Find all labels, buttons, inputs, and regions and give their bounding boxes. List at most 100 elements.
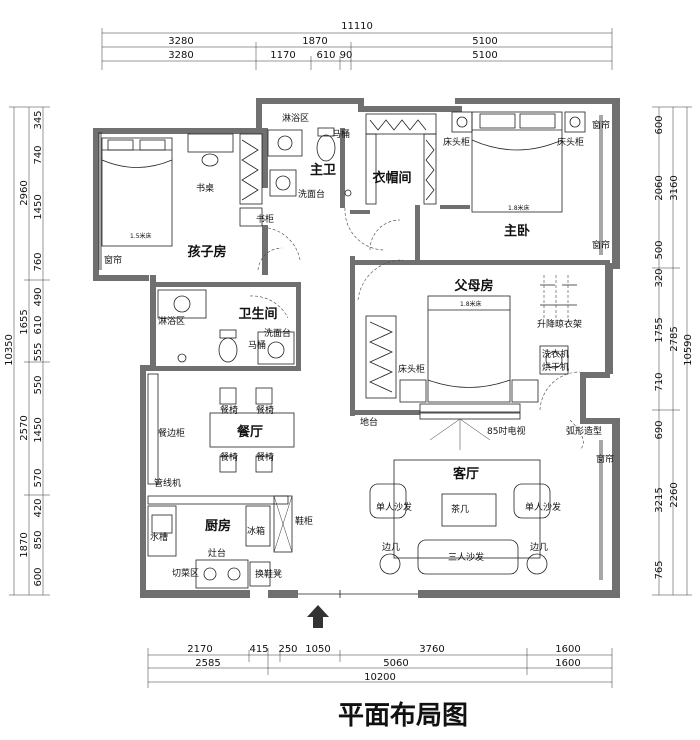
room-child: 孩子房 bbox=[187, 244, 226, 260]
dim-right-4: 320 bbox=[654, 268, 665, 287]
dim-left-11: 420 bbox=[33, 498, 44, 517]
label-bookcase: 书柜 bbox=[256, 213, 274, 225]
label-tv: 85吋电视 bbox=[487, 425, 525, 437]
bathroom bbox=[157, 289, 295, 365]
dim-left-10: 570 bbox=[33, 468, 44, 487]
dim-right-9: 765 bbox=[654, 560, 665, 579]
room-bathroom: 卫生间 bbox=[238, 306, 277, 322]
dim-right-5: 1755 bbox=[654, 317, 665, 342]
dim-top-6: 610 bbox=[316, 50, 335, 61]
dim-right-1: 600 bbox=[654, 115, 665, 134]
dim-right-total: 10590 bbox=[683, 334, 694, 366]
room-wardrobe: 衣帽间 bbox=[372, 170, 411, 186]
room-dining: 餐厅 bbox=[236, 424, 263, 440]
label-bed-parents: 1.8米床 bbox=[460, 300, 482, 308]
kitchen-area bbox=[147, 495, 293, 589]
doors bbox=[249, 207, 581, 411]
dim-left-8: 550 bbox=[33, 375, 44, 394]
label-pipe-machine: 管线机 bbox=[154, 477, 181, 489]
dim-bottom-8: 5060 bbox=[383, 658, 408, 669]
dim-top-1: 3280 bbox=[168, 36, 193, 47]
label-bed-child: 1.5米床 bbox=[130, 232, 152, 240]
dim-bottom-4: 1050 bbox=[305, 644, 330, 655]
dim-top-total: 11110 bbox=[341, 21, 373, 32]
label-shoe-cabinet: 鞋柜 bbox=[295, 515, 313, 527]
label-toilet1: 马桶 bbox=[332, 128, 350, 140]
label-toilet2: 马桶 bbox=[248, 339, 266, 351]
label-coffee-table: 茶几 bbox=[451, 503, 469, 515]
dining-area bbox=[147, 373, 295, 505]
dim-left-3: 1450 bbox=[33, 194, 44, 219]
dim-left-6: 610 bbox=[33, 315, 44, 334]
label-chair-2: 餐椅 bbox=[256, 404, 274, 416]
label-curtain-living: 窗帘 bbox=[596, 453, 614, 465]
label-dryer: 烘干机 bbox=[542, 361, 569, 373]
dim-left-4: 760 bbox=[33, 252, 44, 271]
label-fridge: 冰箱 bbox=[247, 525, 265, 537]
label-side-table-l: 边几 bbox=[382, 542, 400, 553]
page-title: 平面布局图 bbox=[338, 701, 468, 731]
label-sink: 水槽 bbox=[150, 531, 168, 543]
dim-top-8: 5100 bbox=[472, 50, 497, 61]
label-single-sofa-l: 单人沙发 bbox=[376, 501, 412, 513]
label-nightstand-l: 床头柜 bbox=[443, 136, 470, 148]
dim-bottom-7: 2585 bbox=[195, 658, 220, 669]
label-triple-sofa: 三人沙发 bbox=[448, 551, 484, 563]
dim-left-7: 555 bbox=[33, 342, 44, 361]
label-basin2: 洗面台 bbox=[264, 327, 291, 339]
dim-left-1: 345 bbox=[33, 110, 44, 129]
label-bed-master: 1.8米床 bbox=[508, 204, 530, 212]
label-nightstand-r: 床头柜 bbox=[557, 136, 584, 148]
room-living: 客厅 bbox=[453, 466, 479, 482]
master-bedroom bbox=[451, 111, 586, 213]
room-kitchen: 厨房 bbox=[205, 518, 231, 534]
dim-left-a: 2960 bbox=[19, 180, 30, 205]
label-basin1: 洗面台 bbox=[298, 188, 325, 200]
dim-left-12: 850 bbox=[33, 530, 44, 549]
dim-bottom-3: 250 bbox=[278, 644, 297, 655]
parents-room bbox=[365, 275, 577, 413]
label-washer: 洗衣机 bbox=[542, 348, 569, 360]
dim-bottom-9: 1600 bbox=[555, 658, 580, 669]
dim-right-6: 710 bbox=[654, 372, 665, 391]
dim-right-2: 2060 bbox=[654, 175, 665, 200]
label-single-sofa-r: 单人沙发 bbox=[525, 501, 561, 513]
label-curtain-m2: 窗帘 bbox=[592, 239, 610, 251]
dim-right-a: 3160 bbox=[669, 175, 680, 200]
label-chair-1: 餐椅 bbox=[220, 404, 238, 416]
master-bath bbox=[267, 127, 352, 197]
label-shower1: 淋浴区 bbox=[282, 112, 309, 124]
dim-top-3: 5100 bbox=[472, 36, 497, 47]
dim-top-5: 1170 bbox=[270, 50, 295, 61]
label-nightstand-p: 床头柜 bbox=[398, 363, 425, 375]
dim-bottom-total: 10200 bbox=[364, 672, 396, 683]
entrance-arrow-icon bbox=[307, 605, 329, 628]
label-chair-3: 餐椅 bbox=[220, 451, 238, 463]
dim-right-b: 2785 bbox=[669, 326, 680, 351]
dimension-lines bbox=[9, 28, 692, 688]
dim-right-7: 690 bbox=[654, 420, 665, 439]
dim-bottom-2: 415 bbox=[249, 644, 268, 655]
label-cutting: 切菜区 bbox=[172, 567, 199, 579]
dim-left-5: 490 bbox=[33, 287, 44, 306]
room-master-bedroom: 主卧 bbox=[504, 223, 530, 239]
dim-right-3: 500 bbox=[654, 240, 665, 259]
living-area bbox=[369, 412, 584, 575]
label-shoe-bench: 换鞋凳 bbox=[255, 568, 282, 580]
room-master-bath: 主卫 bbox=[310, 162, 336, 178]
label-stove: 灶台 bbox=[208, 547, 226, 559]
windows bbox=[98, 115, 603, 598]
dim-top-7: 90 bbox=[340, 50, 353, 61]
label-shower2: 淋浴区 bbox=[158, 315, 185, 327]
dim-left-13: 600 bbox=[33, 567, 44, 586]
dim-right-c: 2260 bbox=[669, 482, 680, 507]
dim-bottom-1: 2170 bbox=[187, 644, 212, 655]
walls bbox=[93, 98, 620, 598]
wardrobe-room bbox=[365, 113, 437, 205]
dim-left-d: 1870 bbox=[19, 532, 30, 557]
label-desk: 书桌 bbox=[196, 182, 214, 194]
label-curtain-child: 窗帘 bbox=[104, 254, 122, 266]
room-parents: 父母房 bbox=[453, 278, 493, 294]
label-floor-cabinet: 地台 bbox=[360, 416, 378, 428]
dim-bottom-5: 3760 bbox=[419, 644, 444, 655]
